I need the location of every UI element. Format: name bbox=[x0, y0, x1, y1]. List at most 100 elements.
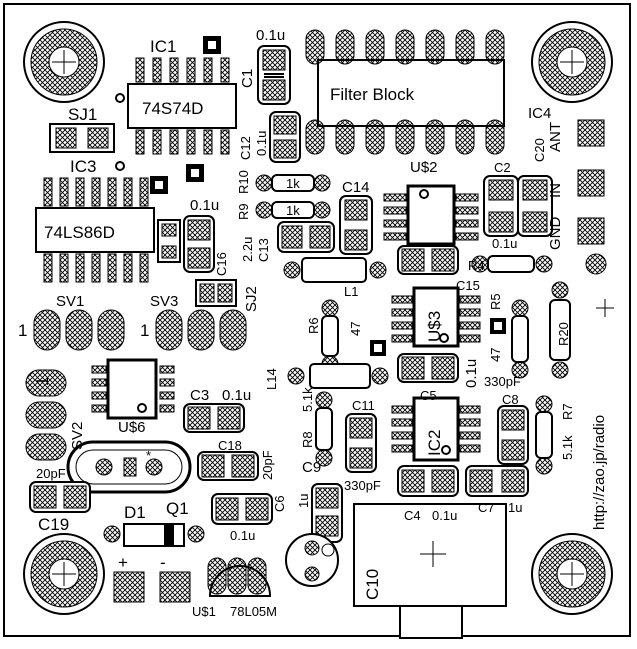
sv3-pin1: 1 bbox=[140, 321, 149, 340]
u6-chip bbox=[91, 358, 175, 420]
c16-value: 0.1u bbox=[190, 197, 219, 214]
ic2-label: IC2 bbox=[425, 430, 444, 456]
r20-label: R20 bbox=[556, 322, 571, 346]
c13-capacitor bbox=[277, 221, 335, 253]
r8-resistor bbox=[315, 391, 333, 467]
u1-label: U$1 bbox=[192, 604, 216, 619]
c15-capacitor bbox=[397, 245, 459, 275]
r8-label: R8 bbox=[300, 431, 315, 448]
c13-label: C13 bbox=[256, 238, 271, 262]
c5-capacitor bbox=[397, 353, 459, 383]
plus-label: + bbox=[118, 553, 128, 572]
c3-label: C3 bbox=[190, 387, 209, 404]
c4-label: C4 bbox=[404, 508, 421, 523]
board-outline bbox=[3, 3, 631, 637]
mounting-hole-bl bbox=[23, 533, 105, 615]
d1-diode bbox=[103, 523, 205, 547]
r5-value: 47 bbox=[488, 348, 503, 362]
c12-capacitor bbox=[269, 111, 301, 163]
r4-resistor bbox=[471, 255, 553, 273]
c1-capacitor bbox=[257, 45, 291, 105]
r20-resistor bbox=[549, 281, 571, 379]
c4-value: 0.1u bbox=[432, 508, 457, 523]
r9-label: R9 bbox=[236, 203, 251, 220]
small-component bbox=[157, 219, 181, 263]
c15-label: C15 bbox=[456, 278, 480, 293]
c1-value: 0.1u bbox=[256, 27, 285, 44]
fiducial-cross bbox=[596, 299, 614, 317]
c2-capacitor bbox=[483, 175, 519, 237]
c4-pad-pair bbox=[397, 465, 459, 497]
r6-value: 47 bbox=[348, 322, 363, 336]
c14-capacitor bbox=[339, 195, 373, 255]
crystal-star: * bbox=[146, 448, 151, 463]
power-pads bbox=[113, 571, 191, 603]
gnd-label: GND bbox=[547, 217, 564, 251]
crystal bbox=[66, 440, 192, 494]
r9-resistor bbox=[255, 201, 331, 219]
ic1-chip bbox=[115, 57, 237, 155]
c19-value: 20pF bbox=[36, 466, 66, 481]
c3-value: 0.1u bbox=[222, 387, 251, 404]
c16-capacitor bbox=[183, 215, 215, 273]
sj2-label: SJ2 bbox=[243, 286, 260, 312]
c13-value: 2.2u bbox=[240, 237, 255, 262]
r7-resistor bbox=[535, 395, 553, 475]
electrolytic-capacitor bbox=[285, 533, 339, 587]
r6-resistor bbox=[321, 299, 339, 373]
sv1-label: SV1 bbox=[56, 293, 84, 310]
c7-value: 1u bbox=[508, 500, 522, 515]
c6-value: 0.1u bbox=[230, 528, 255, 543]
c2-label: C2 bbox=[494, 160, 511, 175]
r4-label: R4 bbox=[468, 258, 485, 273]
c7-capacitor bbox=[465, 465, 529, 497]
c3-capacitor bbox=[183, 403, 245, 433]
ic3-part-label: 74LS86D bbox=[44, 223, 115, 242]
c18-value: 20pF bbox=[260, 450, 275, 480]
r9-value: 1k bbox=[286, 203, 300, 218]
sv2-pin1: 1 bbox=[33, 377, 52, 386]
u1-regulator bbox=[207, 557, 272, 597]
website-label: http://zao.jp/radio bbox=[591, 415, 608, 530]
ic1-part-label: 74S74D bbox=[142, 99, 203, 118]
c18-capacitor bbox=[197, 451, 259, 481]
r7-label: R7 bbox=[560, 403, 575, 420]
r10-resistor bbox=[255, 174, 331, 192]
l1-label: L1 bbox=[344, 284, 358, 299]
c9-value: 1u bbox=[296, 494, 311, 508]
ic3-label: IC3 bbox=[70, 157, 96, 176]
c8-label: C8 bbox=[502, 392, 519, 407]
in-label: IN bbox=[547, 183, 564, 198]
sv1-header bbox=[33, 309, 125, 351]
r10-value: 1k bbox=[286, 176, 300, 191]
c20-label: C20 bbox=[532, 138, 547, 162]
mounting-hole-tr bbox=[531, 21, 613, 103]
c1-label: C1 bbox=[239, 69, 256, 88]
c16-label: C16 bbox=[214, 252, 229, 276]
c19-capacitor bbox=[29, 481, 91, 513]
c6-capacitor bbox=[211, 493, 273, 525]
u2-label: U$2 bbox=[410, 159, 438, 176]
u3-chip bbox=[391, 286, 481, 348]
r5-resistor bbox=[511, 299, 529, 379]
c12-value: 0.1u bbox=[254, 131, 269, 156]
l14-label: L14 bbox=[264, 368, 279, 390]
c2-value: 0.1u bbox=[492, 236, 517, 251]
l1-inductor bbox=[283, 257, 387, 283]
sv1-pin1: 1 bbox=[18, 321, 27, 340]
sv3-label: SV3 bbox=[150, 293, 178, 310]
c19-label: C19 bbox=[38, 515, 69, 534]
c12-label: C12 bbox=[238, 136, 253, 160]
c8-capacitor bbox=[497, 405, 529, 465]
c11-label: C11 bbox=[352, 398, 375, 413]
c11-capacitor bbox=[345, 413, 377, 473]
u3-label: U$3 bbox=[425, 311, 444, 342]
r5-label: R5 bbox=[488, 293, 503, 310]
r10-label: R10 bbox=[236, 170, 251, 194]
filter-label: Filter Block bbox=[330, 85, 415, 104]
c8-value: 330pF bbox=[484, 374, 521, 389]
r7-value: 5.1k bbox=[560, 435, 575, 460]
filter-block bbox=[305, 29, 505, 155]
ic3-chip bbox=[35, 177, 155, 283]
